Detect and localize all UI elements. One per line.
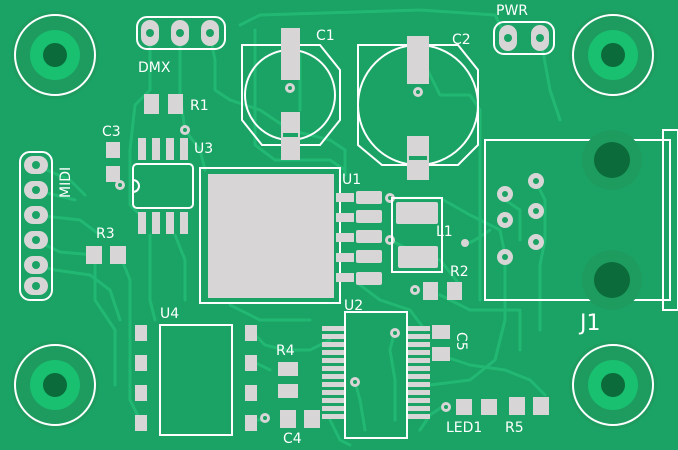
c4-label: C4 xyxy=(283,431,302,447)
c5-capacitor xyxy=(432,325,450,361)
l1-inductor xyxy=(391,197,469,273)
r3-label: R3 xyxy=(96,226,115,242)
c1-capacitor xyxy=(241,28,341,160)
u4-chip xyxy=(135,324,257,436)
led1-and-r5 xyxy=(441,397,549,415)
c4-capacitor xyxy=(260,410,320,428)
c2-capacitor xyxy=(357,36,479,180)
pwr-label: PWR xyxy=(496,3,528,19)
u3-chip xyxy=(132,125,194,234)
u1-label: U1 xyxy=(342,172,361,188)
r4-resistor xyxy=(278,362,298,398)
j1-connector xyxy=(484,129,678,311)
u3-label: U3 xyxy=(194,141,213,157)
mounting-hole-top-right xyxy=(569,11,657,99)
c3-label: C3 xyxy=(102,124,121,140)
u4-label: U4 xyxy=(160,306,179,322)
u1-regulator xyxy=(199,167,354,304)
r2-resistor xyxy=(410,282,462,300)
dmx-header xyxy=(136,16,226,50)
mounting-hole-bottom-right xyxy=(569,341,657,429)
c1-label: C1 xyxy=(316,28,335,44)
mounting-hole-bottom-left xyxy=(11,341,99,429)
midi-header xyxy=(19,151,53,301)
u2-label: U2 xyxy=(344,298,363,314)
r4-label: R4 xyxy=(276,343,295,359)
mounting-hole-top-left xyxy=(11,11,99,99)
l1-label: L1 xyxy=(436,224,453,240)
r3-resistor xyxy=(86,246,126,264)
r2-label: R2 xyxy=(450,264,469,280)
midi-label: MIDI xyxy=(58,167,74,198)
r1-label: R1 xyxy=(190,98,209,114)
c3-capacitor xyxy=(106,142,125,190)
led1-label: LED1 xyxy=(446,420,482,436)
r1-resistor xyxy=(144,94,183,114)
dmx-label: DMX xyxy=(138,60,171,76)
pwr-header xyxy=(493,21,555,55)
u2-chip xyxy=(322,311,430,439)
c2-label: C2 xyxy=(452,32,471,48)
r5-label: R5 xyxy=(505,420,524,436)
c5-label: C5 xyxy=(453,332,469,351)
j1-label: J1 xyxy=(578,311,601,336)
